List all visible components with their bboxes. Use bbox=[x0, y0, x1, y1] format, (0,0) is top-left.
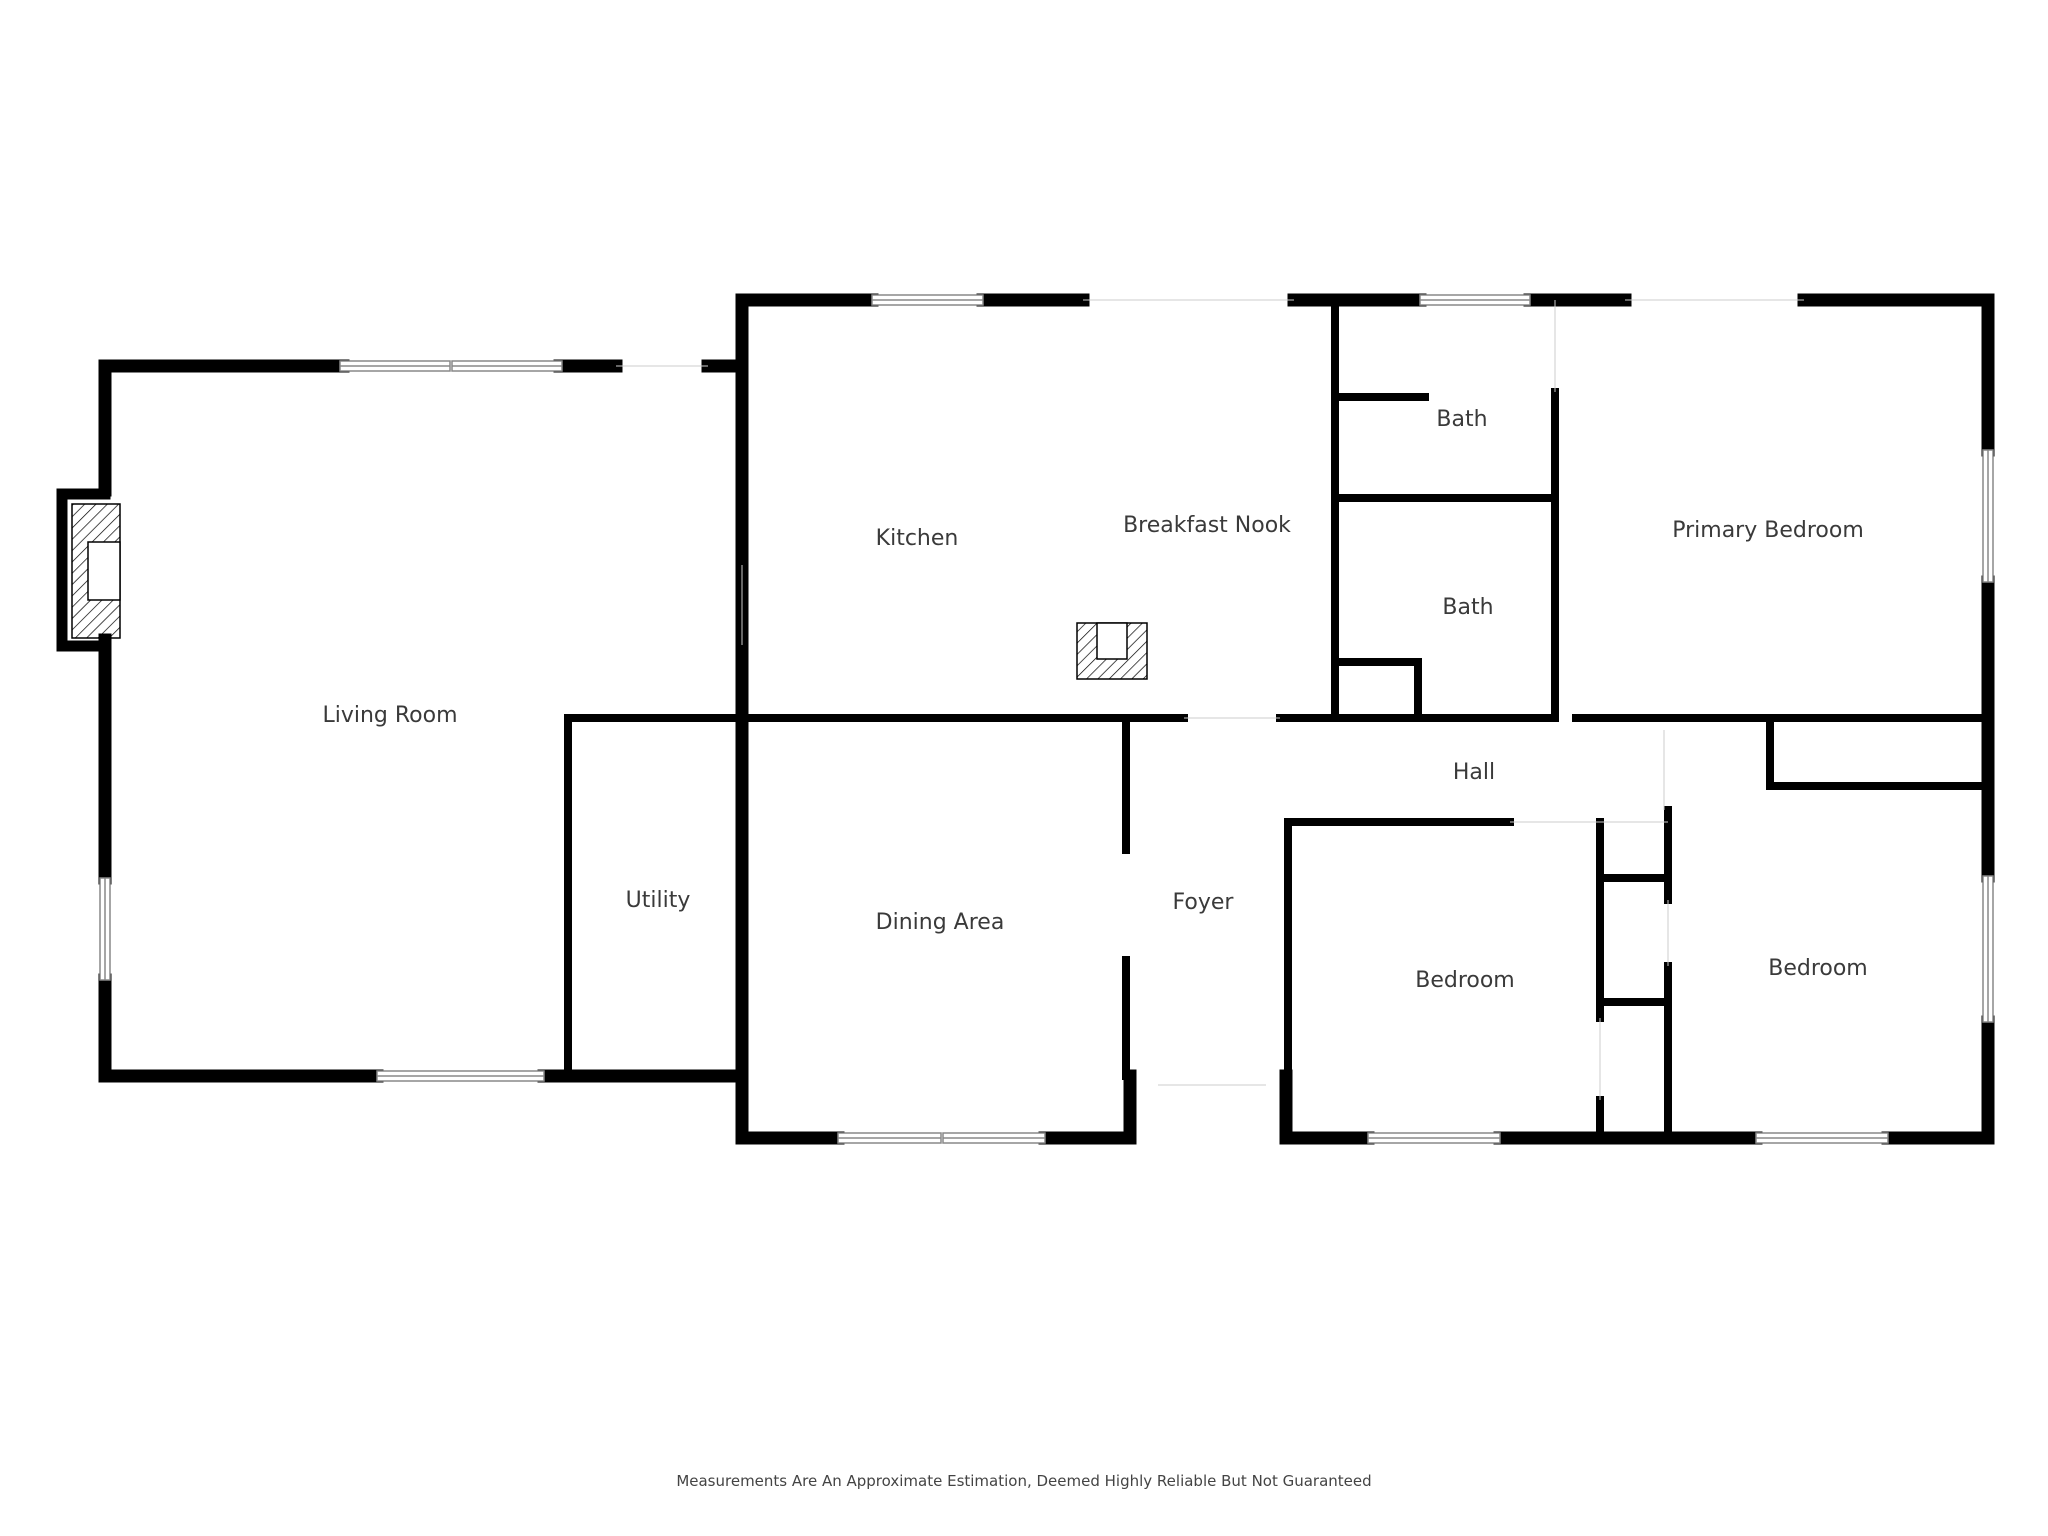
label-foyer: Foyer bbox=[1173, 890, 1235, 915]
label-bedroom-right: Bedroom bbox=[1768, 956, 1868, 981]
disclaimer-text: Measurements Are An Approximate Estimati… bbox=[676, 1472, 1372, 1490]
fireplace-center bbox=[1076, 622, 1148, 680]
label-primary-bedroom: Primary Bedroom bbox=[1672, 518, 1864, 543]
fireplace-left bbox=[71, 503, 121, 639]
label-dining-area: Dining Area bbox=[876, 910, 1005, 935]
label-breakfast-nook: Breakfast Nook bbox=[1123, 513, 1291, 538]
label-utility: Utility bbox=[626, 888, 691, 913]
walls bbox=[56, 293, 1995, 1145]
openings bbox=[616, 299, 1804, 1100]
label-kitchen: Kitchen bbox=[876, 526, 959, 551]
label-bath-upper: Bath bbox=[1436, 407, 1487, 432]
label-living-room: Living Room bbox=[322, 703, 457, 728]
label-bedroom-center: Bedroom bbox=[1415, 968, 1515, 993]
label-bath-lower: Bath bbox=[1442, 595, 1493, 620]
windows bbox=[99, 294, 1994, 1144]
room-labels: Living Room Kitchen Breakfast Nook Bath … bbox=[322, 407, 1867, 993]
label-hall: Hall bbox=[1453, 760, 1495, 785]
